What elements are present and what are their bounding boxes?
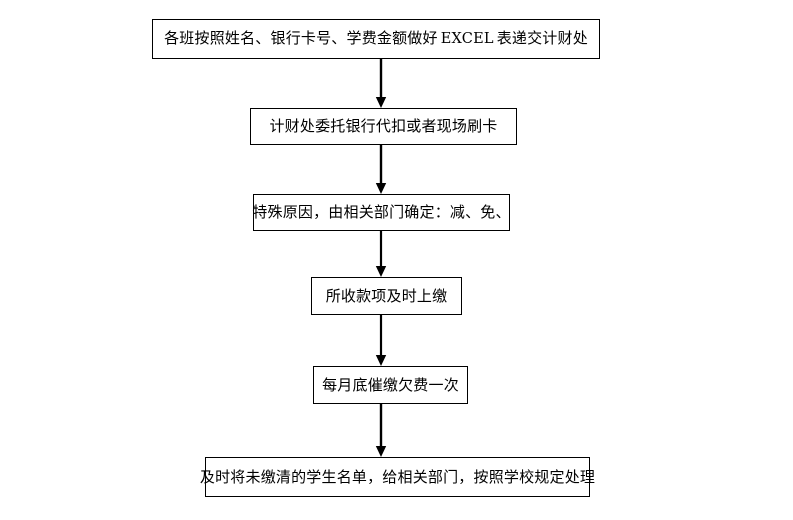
flow-node-2-label: 计财处委托银行代扣或者现场刷卡 <box>269 117 498 136</box>
flow-node-1-text-prefix: 各班按照姓名、银行卡号、学费金额做好 <box>164 29 438 48</box>
flow-node-4[interactable]: 所收款项及时上缴 <box>311 277 462 315</box>
flow-edge-5 <box>373 404 389 458</box>
flow-edge-3 <box>373 231 389 278</box>
arrow-down-icon <box>375 59 387 108</box>
flow-edge-2 <box>373 145 389 195</box>
flow-node-3-label: 特殊原因，由相关部门确定：减、免、 <box>252 203 511 222</box>
flow-node-4-label: 所收款项及时上缴 <box>325 286 448 305</box>
flow-edge-1 <box>373 59 389 109</box>
arrow-down-icon <box>375 315 387 366</box>
flow-node-5[interactable]: 每月底催缴欠费一次 <box>313 366 468 404</box>
arrow-down-icon <box>375 404 387 457</box>
flow-node-1-text-suffix: 表递交计财处 <box>496 29 588 48</box>
flow-node-6-label: 及时将未缴清的学生名单，给相关部门，按照学校规定处理 <box>199 467 596 486</box>
flow-node-3[interactable]: 特殊原因，由相关部门确定：减、免、 <box>252 194 511 231</box>
flow-node-6[interactable]: 及时将未缴清的学生名单，给相关部门，按照学校规定处理 <box>200 457 595 497</box>
flow-node-1-text-latin: EXCEL <box>440 31 494 48</box>
flow-edge-4 <box>373 315 389 367</box>
flow-node-5-label: 每月底催缴欠费一次 <box>322 375 459 394</box>
arrow-down-icon <box>375 231 387 277</box>
arrow-down-icon <box>375 145 387 194</box>
flow-node-2[interactable]: 计财处委托银行代扣或者现场刷卡 <box>250 108 517 145</box>
